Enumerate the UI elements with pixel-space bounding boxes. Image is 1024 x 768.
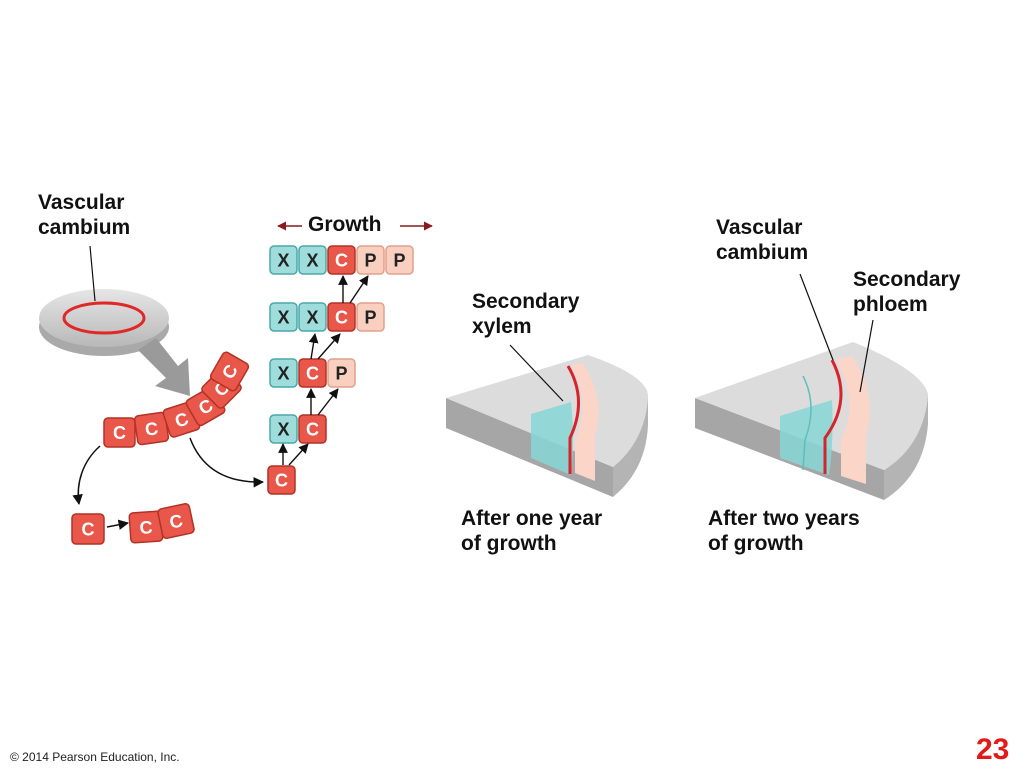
cell-letter: C [335,251,348,271]
cambium-strip-cell: C [209,351,250,392]
cell-letter: X [306,251,318,271]
division-cell: X [269,414,298,444]
split-cell: C [71,513,105,545]
cell-letter: C [172,408,191,431]
cell-letter: X [277,308,289,328]
cell-letter: X [277,364,289,384]
label-secondary-phloem: Secondary phloem [853,268,961,316]
cell-letter: C [139,517,153,538]
cell-letter: P [335,364,347,384]
secondary-xylem-leader [509,344,564,402]
division-cell: P [356,245,385,275]
cell-letter: X [306,308,318,328]
stem-disk [39,289,169,356]
division-cell: X [269,245,298,275]
label-vascular-cambium-right: Vascular cambium [716,216,809,264]
cambium-ring [62,301,146,335]
cell-letter: X [277,420,289,440]
copyright: © 2014 Pearson Education, Inc. [10,750,180,764]
cell-letter: C [144,418,160,440]
arrow-split-cells [106,519,130,530]
label-vascular-cambium-left: Vascular cambium [38,191,131,239]
page-number: 23 [976,733,1010,766]
cell-letter: C [82,520,95,540]
split-cell: C [157,502,195,540]
division-cell: C [298,414,327,444]
label-secondary-xylem: Secondary xylem [472,290,580,338]
division-cell: P [385,245,414,275]
cell-letter: X [277,251,289,271]
division-cell: C [298,358,327,388]
arrow-to-division [189,437,265,488]
division-cell: C [327,302,356,332]
secondary-phloem-leader [859,319,874,393]
wedge-one-year [446,355,648,497]
vascular-cambium-left-leader [89,245,96,302]
caption-after-two-years: After two years of growth [708,507,860,555]
cell-letter: P [364,308,376,328]
cell-letter: C [275,471,288,491]
division-cell: C [327,245,356,275]
zoom-arrow [138,338,190,396]
cell-letter: C [306,364,319,384]
arrow-to-split [72,445,101,506]
cell-letter: P [393,251,405,271]
vascular-cambium-right-leader [799,273,834,361]
cell-letter: C [168,510,185,532]
cell-letter: C [306,420,319,440]
division-cell: X [269,358,298,388]
division-cell: X [269,302,298,332]
label-growth: Growth [308,213,382,236]
division-cell: X [298,302,327,332]
division-cell: X [298,245,327,275]
caption-after-one-year: After one year of growth [461,507,603,555]
cell-letter: C [335,308,348,328]
cell-letter: C [113,423,126,443]
division-arrows [278,275,369,466]
division-cell: C [267,465,296,495]
cell-letter: P [364,251,376,271]
wedge-two-years [695,342,928,500]
division-cell: P [356,302,385,332]
cambium-strip-cell: C [103,417,136,448]
division-cell: P [327,358,356,388]
